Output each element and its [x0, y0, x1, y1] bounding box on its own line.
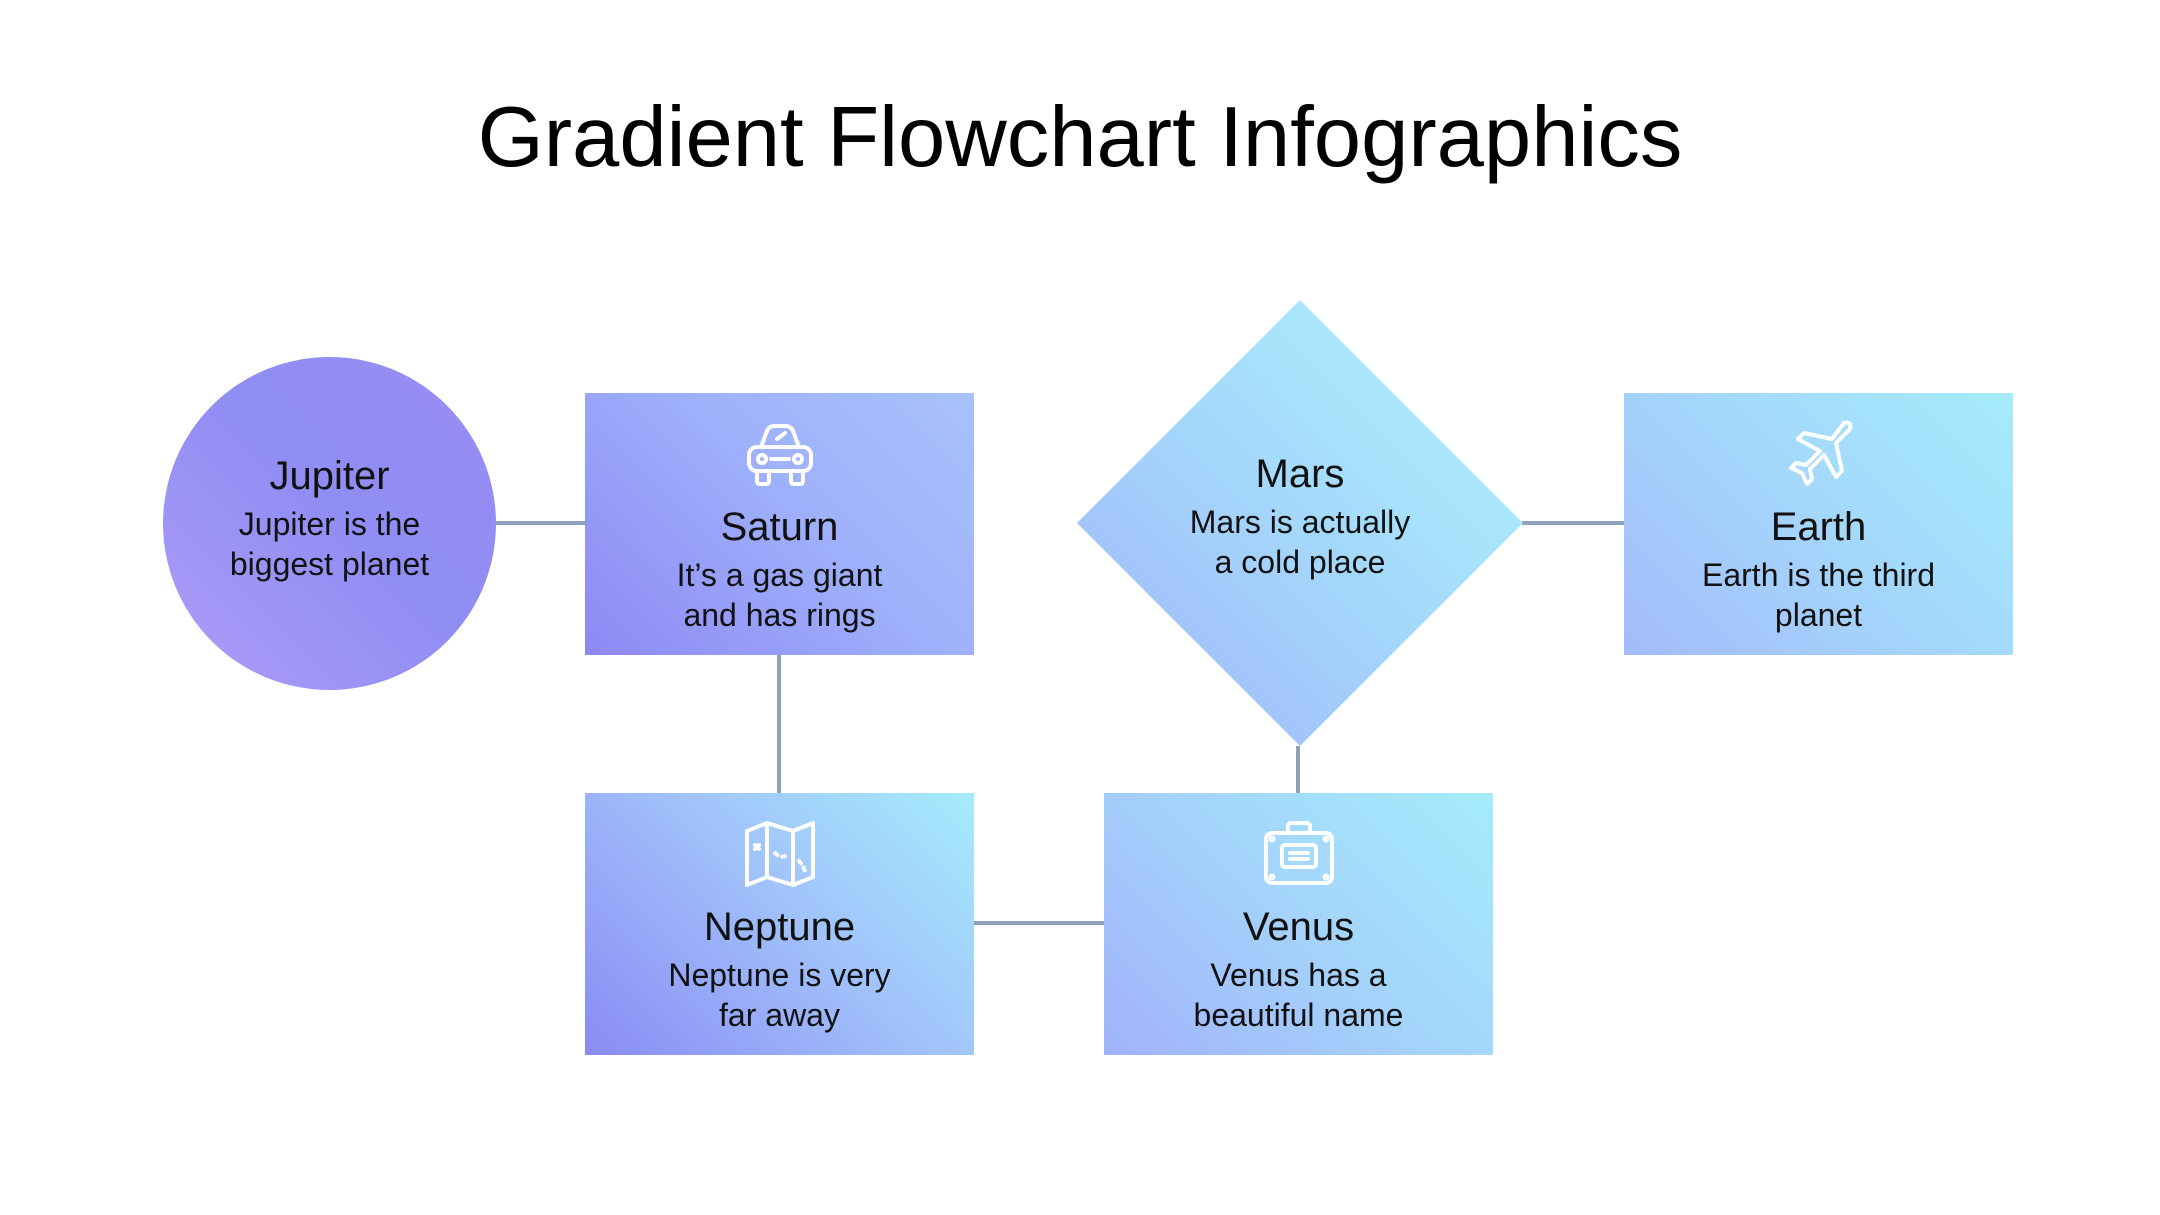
node-saturn-title: Saturn [720, 505, 839, 549]
node-mars: Mars Mars is actually a cold place [1077, 450, 1523, 610]
node-venus-desc-line1: Venus has a [1210, 957, 1387, 993]
node-neptune-desc-line1: Neptune is very [668, 957, 891, 993]
page-title: Gradient Flowchart Infographics [477, 90, 1683, 185]
node-earth-title: Earth [1770, 505, 1867, 549]
node-earth-desc-line2: planet [1774, 597, 1863, 633]
node-venus-title: Venus [1242, 905, 1355, 949]
node-jupiter: Jupiter Jupiter is the biggest planet [163, 357, 496, 690]
node-jupiter-title: Jupiter [269, 453, 390, 498]
car-icon [739, 413, 821, 495]
node-mars-diamond [1077, 300, 1523, 746]
node-earth-desc-line1: Earth is the third [1702, 557, 1935, 593]
node-earth: Earth Earth is the third planet [1624, 393, 2013, 655]
node-mars-desc-line2: a cold place [1214, 544, 1386, 580]
node-neptune-title: Neptune [703, 905, 856, 949]
node-venus-desc-line2: beautiful name [1193, 997, 1404, 1033]
node-mars-title: Mars [1255, 452, 1345, 496]
suitcase-icon [1258, 813, 1340, 895]
node-neptune: Neptune Neptune is very far away [585, 793, 974, 1055]
node-venus: Venus Venus has a beautiful name [1104, 793, 1493, 1055]
airplane-icon [1778, 413, 1860, 495]
node-jupiter-desc-line1: Jupiter is the [238, 505, 421, 542]
node-saturn: Saturn It’s a gas giant and has rings [585, 393, 974, 655]
node-jupiter-desc-line2: biggest planet [229, 545, 430, 582]
node-mars-desc-line1: Mars is actually [1189, 504, 1411, 540]
node-saturn-desc-line1: It’s a gas giant [676, 557, 883, 593]
node-saturn-desc-line2: and has rings [683, 597, 876, 633]
map-icon [739, 813, 821, 895]
node-neptune-desc-line2: far away [719, 997, 840, 1033]
